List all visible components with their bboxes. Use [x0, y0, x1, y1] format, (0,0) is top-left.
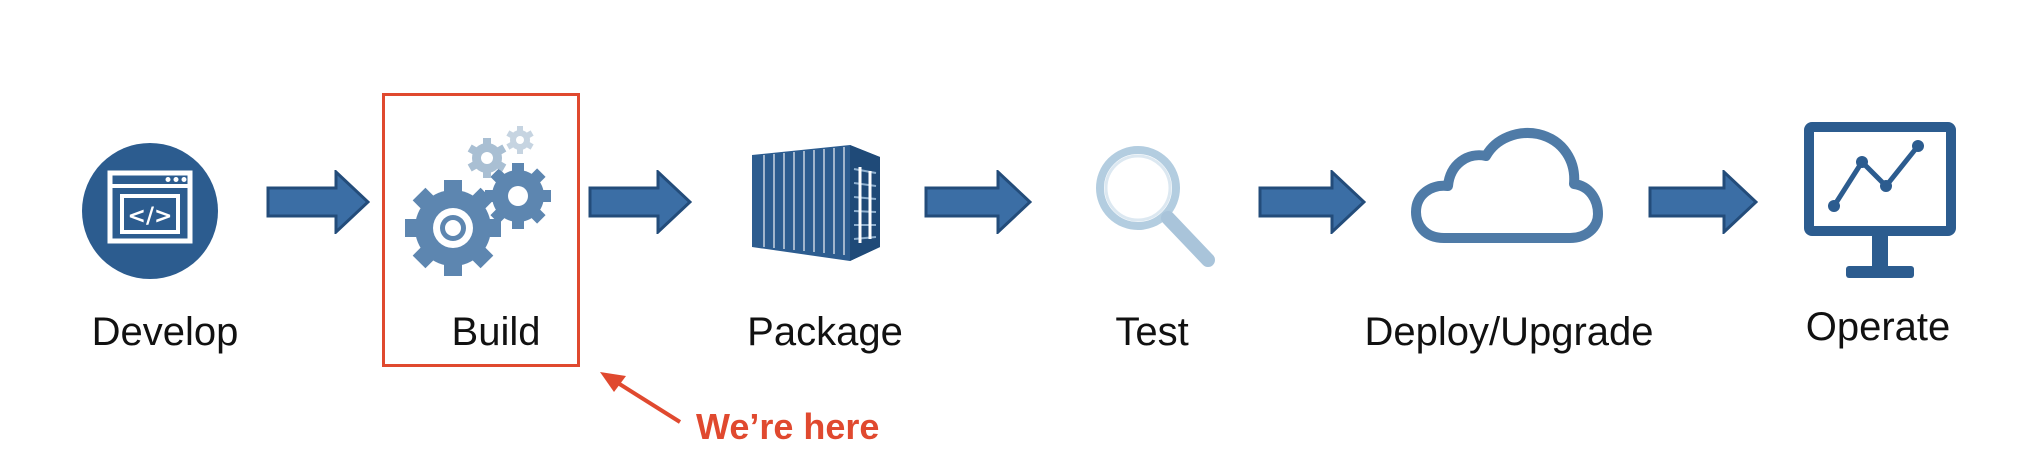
flow-arrow-5	[1648, 170, 1758, 234]
cloud-icon	[1411, 128, 1603, 243]
code-symbol-text: </>	[128, 204, 173, 229]
current-stage-highlight	[382, 93, 580, 367]
code-window-icon: </>	[82, 143, 218, 279]
container-icon	[752, 145, 880, 261]
stage-label-build: Build	[451, 310, 541, 354]
callout-arrow-icon	[600, 372, 682, 424]
stage-label-operate: Operate	[1805, 305, 1951, 349]
gears-icon	[405, 126, 551, 276]
flow-arrow-3	[924, 170, 1032, 234]
flow-arrow-4	[1258, 170, 1366, 234]
stage-label-package: Package	[747, 310, 903, 354]
flow-arrow-1	[266, 170, 370, 234]
callout-text: We’re here	[696, 406, 880, 447]
magnifier-icon	[1096, 146, 1215, 267]
flow-arrow-2	[588, 170, 692, 234]
stage-label-test: Test	[1115, 310, 1189, 354]
stage-label-develop: Develop	[91, 310, 239, 354]
stage-label-deploy: Deploy/Upgrade	[1364, 310, 1654, 354]
monitor-chart-icon	[1804, 122, 1956, 278]
